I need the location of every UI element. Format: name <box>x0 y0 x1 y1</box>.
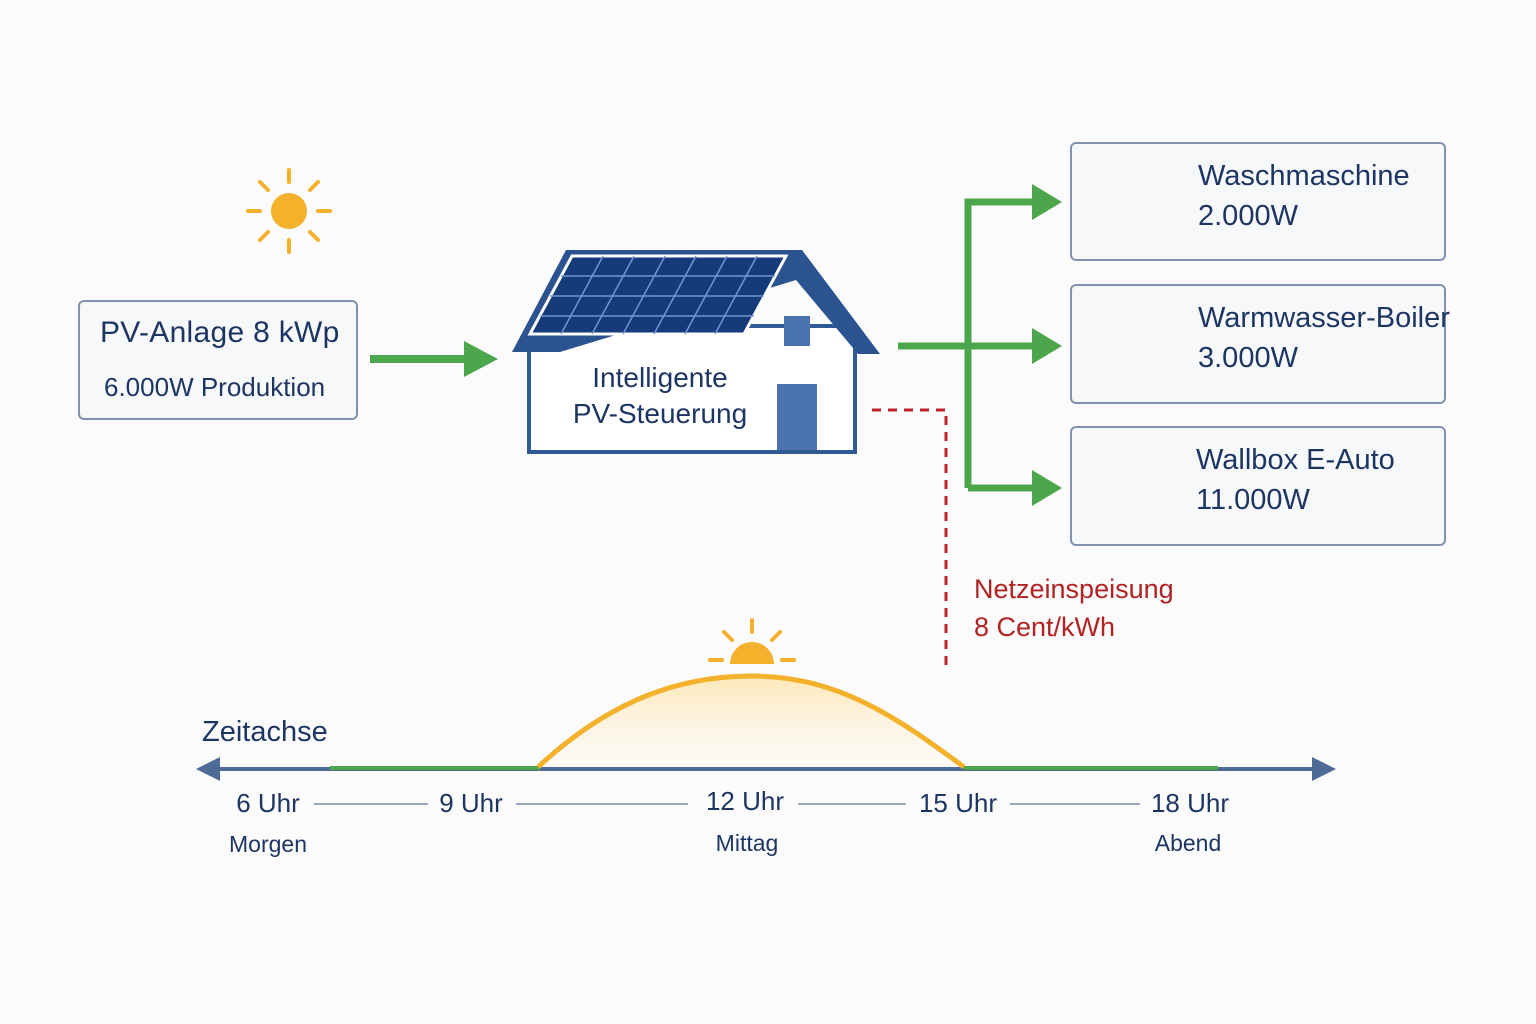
grid-feed-label: Netzeinspeisung <box>974 574 1174 604</box>
controller-label-line1: Intelligente <box>592 362 728 393</box>
tick-18: 18 Uhr <box>1150 788 1230 818</box>
house-icon <box>512 250 880 454</box>
device-name-water-heater: Warmwasser-Boiler <box>1198 302 1450 334</box>
grid-feed-line <box>872 408 948 672</box>
device-power-ev-charger: 11.000W <box>1196 484 1310 516</box>
pv-system-box <box>78 300 358 420</box>
timeline-title: Zeitachse <box>202 716 328 748</box>
sun-icon <box>246 168 332 254</box>
pv-system-title: PV-Anlage 8 kWp <box>100 316 340 349</box>
distribution-arrows <box>898 198 1034 492</box>
device-box-ev-charger <box>1070 426 1446 546</box>
arrow-heads <box>1032 184 1062 506</box>
device-name-washing-machine: Waschmaschine <box>1198 160 1410 192</box>
device-power-water-heater: 3.000W <box>1198 342 1298 374</box>
controller-label-line2: PV-Steuerung <box>572 398 748 429</box>
device-box-water-heater <box>1070 284 1446 404</box>
tick-6-sub: Morgen <box>229 831 307 857</box>
pv-to-controller-arrow <box>370 341 498 377</box>
device-box-washing-machine <box>1070 142 1446 261</box>
tick-9: 9 Uhr <box>439 788 503 818</box>
tick-18-sub: Abend <box>1154 830 1222 856</box>
grid-feed-price: 8 Cent/kWh <box>974 612 1116 642</box>
tick-6: 6 Uhr <box>236 788 300 818</box>
pv-production: 6.000W Produktion <box>104 372 326 402</box>
tick-12-sub: Mittag <box>715 830 779 856</box>
tick-12: 12 Uhr <box>705 786 785 816</box>
device-name-ev-charger: Wallbox E-Auto <box>1196 444 1395 476</box>
device-power-washing-machine: 2.000W <box>1198 200 1298 232</box>
midday-sun-icon <box>708 618 796 664</box>
tick-15: 15 Uhr <box>918 788 998 818</box>
timeline-graphics <box>196 673 1336 805</box>
